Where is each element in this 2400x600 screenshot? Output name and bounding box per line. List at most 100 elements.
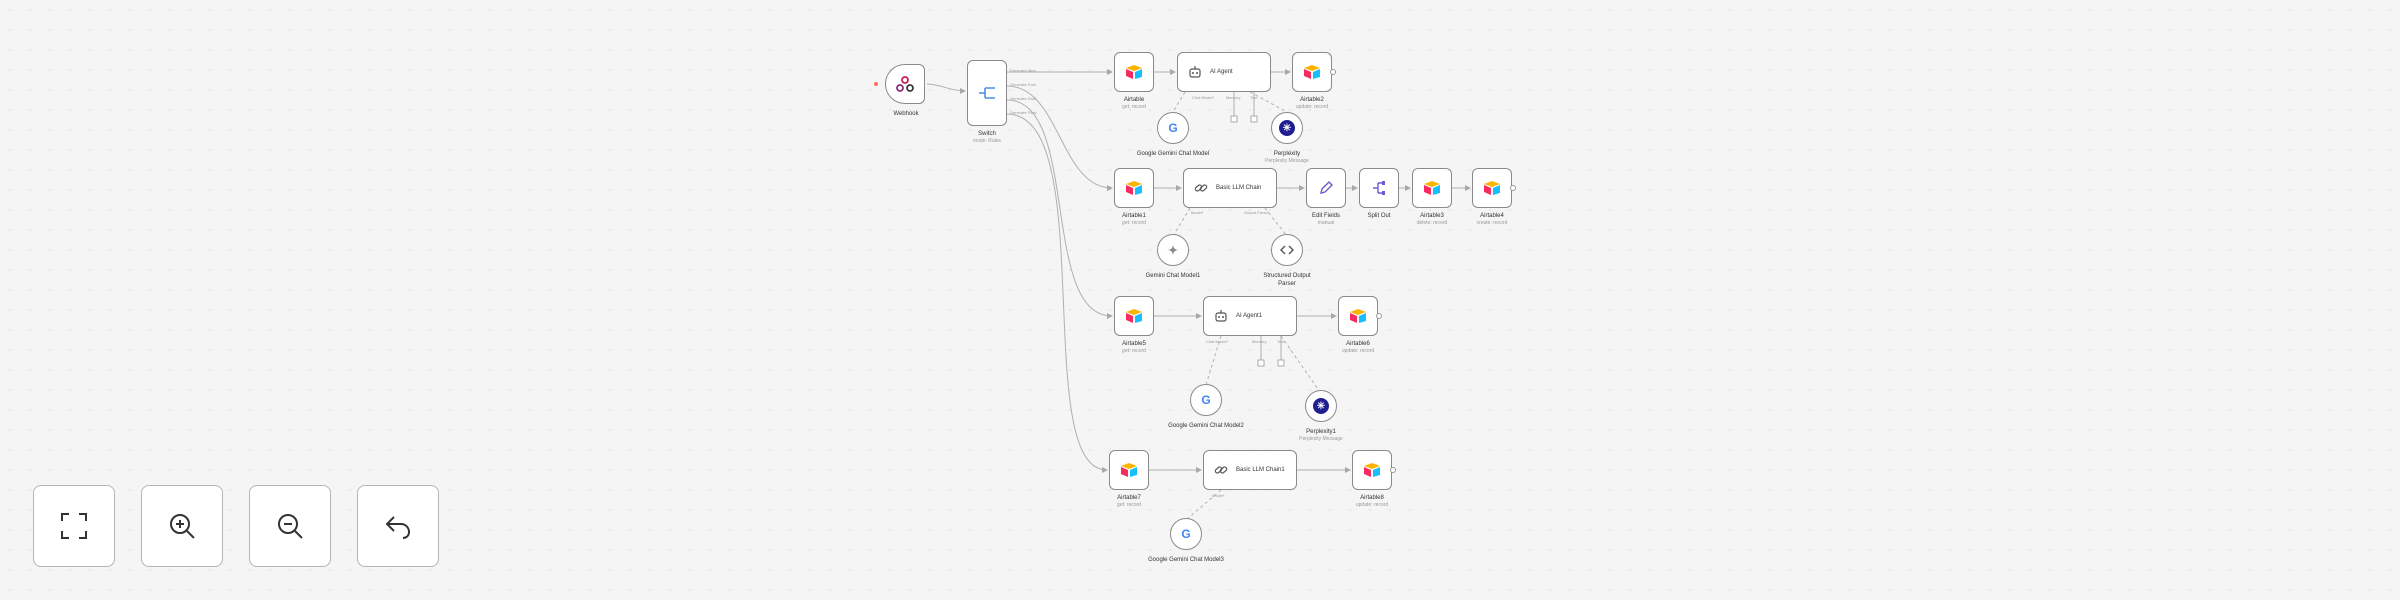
airtable6-subtitle: update: record (1341, 348, 1375, 354)
memory-add-2[interactable] (1257, 359, 1265, 367)
edit-fields-node[interactable] (1306, 168, 1346, 208)
undo-icon (385, 516, 411, 539)
memory-add-1[interactable] (1230, 115, 1238, 123)
structured-output-parser-title: Structured Output Parser (1263, 273, 1311, 287)
airtable2-node[interactable] (1292, 52, 1332, 92)
output-port[interactable] (1330, 69, 1336, 75)
gemini-chat-model2-title: Google Gemini Chat Model2 (1168, 423, 1244, 429)
link-gemini-aiagent (1172, 91, 1186, 113)
airtable5-subtitle: get: record (1122, 348, 1146, 354)
structured-output-parser-node[interactable] (1271, 234, 1303, 266)
perplexity1-title: Perplexity1 (1306, 429, 1336, 435)
link-perplexity1-agent1 (1280, 335, 1321, 393)
robot-icon (1215, 310, 1227, 322)
airtable-icon (1126, 309, 1142, 323)
tool-add-1[interactable] (1250, 115, 1258, 123)
airtable6-title: Airtable6 (1346, 341, 1370, 347)
ai-agent1-node[interactable]: AI Agent1 (1203, 296, 1297, 336)
fit-view-button[interactable] (33, 485, 115, 567)
chain-icon (1194, 184, 1208, 192)
perplexity-icon: ✳ (1313, 398, 1329, 414)
airtable4-node[interactable] (1472, 168, 1512, 208)
connection-webhook-switch (926, 83, 966, 94)
airtable3-node[interactable] (1412, 168, 1452, 208)
gemini-chat-model-title: Google Gemini Chat Model (1136, 151, 1210, 157)
output-port[interactable] (1376, 313, 1382, 319)
ai-agent1-title: AI Agent1 (1236, 313, 1263, 319)
ai-agent-tool-label: Tool (1250, 95, 1258, 100)
airtable5-title: Airtable5 (1122, 341, 1146, 347)
zoom-out-button[interactable] (249, 485, 331, 567)
output-port[interactable] (1390, 467, 1396, 473)
pencil-icon (1320, 181, 1333, 194)
basic-llm-chain1-node[interactable]: Basic LLM Chain1 (1203, 450, 1297, 490)
ai-agent-node[interactable]: AI Agent (1177, 52, 1271, 92)
chain-icon (1214, 466, 1228, 474)
basic-llm-chain-node[interactable]: Basic LLM Chain (1183, 168, 1277, 208)
link-gemini2-agent1 (1205, 335, 1222, 386)
switch-icon (979, 87, 995, 99)
gemini-chat-model2-node[interactable]: G (1190, 384, 1222, 416)
airtable-icon (1126, 181, 1142, 195)
gemini-chat-model1-node[interactable] (1157, 234, 1189, 266)
connection-switch-airtable7 (1006, 113, 1108, 473)
google-icon: G (1181, 527, 1191, 541)
tool-add-2[interactable] (1277, 359, 1285, 367)
airtable6-node[interactable] (1338, 296, 1378, 336)
ai-agent1-memory-label: Memory (1252, 339, 1267, 344)
undo-button[interactable] (357, 485, 439, 567)
airtable3-title: Airtable3 (1420, 213, 1444, 219)
switch-title: Switch (978, 131, 996, 137)
output-port[interactable] (1510, 185, 1516, 191)
fit-view-icon (61, 513, 87, 539)
airtable3-subtitle: delete: record (1416, 220, 1448, 226)
gemini-chat-model3-title: Google Gemini Chat Model3 (1148, 557, 1224, 563)
chain1-model-label: Model* (1212, 493, 1225, 498)
gemini-chat-model3-node[interactable]: G (1170, 518, 1202, 550)
airtable-icon (1304, 65, 1320, 79)
airtable5-node[interactable] (1114, 296, 1154, 336)
webhook-node[interactable] (885, 64, 925, 104)
airtable1-node[interactable] (1114, 168, 1154, 208)
switch-subtitle: mode: Rules (972, 138, 1002, 144)
airtable8-title: Airtable8 (1360, 495, 1384, 501)
zoom-in-button[interactable] (141, 485, 223, 567)
airtable7-node[interactable] (1109, 450, 1149, 490)
airtable8-node[interactable] (1352, 450, 1392, 490)
webhook-icon (896, 76, 914, 92)
gemini-chat-model-node[interactable]: G (1157, 112, 1189, 144)
basic-llm-chain-title: Basic LLM Chain (1216, 185, 1262, 191)
perplexity-icon: ✳ (1279, 120, 1295, 136)
ai-agent1-chat-model-label: Chat Model* (1206, 339, 1229, 344)
trigger-indicator (874, 82, 878, 86)
robot-icon (1189, 66, 1201, 78)
airtable8-subtitle: update: record (1355, 502, 1389, 508)
switch-label-generate-final: Generate Final (1010, 110, 1037, 115)
airtable-icon (1126, 65, 1142, 79)
google-icon: G (1201, 393, 1211, 407)
chain-model-label: Model* (1191, 210, 1204, 215)
split-out-node[interactable] (1359, 168, 1399, 208)
airtable-icon (1424, 181, 1440, 195)
switch-label-generate-draft: Generate Draft (1010, 96, 1037, 101)
airtable7-subtitle: get: record (1117, 502, 1141, 508)
airtable-node[interactable] (1114, 52, 1154, 92)
basic-llm-chain1-title: Basic LLM Chain1 (1236, 467, 1285, 473)
perplexity1-node[interactable]: ✳ (1305, 390, 1337, 422)
gemini-chat-model1-title: Gemini Chat Model1 (1145, 273, 1201, 279)
link-gemini3-chain1 (1185, 489, 1222, 521)
edit-fields-title: Edit Fields (1311, 213, 1340, 219)
switch-label-generate-post: Generate Post (1010, 82, 1036, 87)
switch-node[interactable] (967, 60, 1007, 126)
airtable-icon (1121, 463, 1137, 477)
ai-agent1-tool-label: Tool (1277, 339, 1285, 344)
ai-agent-memory-label: Memory (1226, 95, 1241, 100)
airtable4-title: Airtable4 (1480, 213, 1504, 219)
connection-switch-airtable1 (1006, 85, 1113, 191)
code-icon (1280, 245, 1294, 255)
airtable-icon (1484, 181, 1500, 195)
zoom-in-icon (170, 514, 195, 539)
perplexity-node[interactable]: ✳ (1271, 112, 1303, 144)
gemini-icon (1167, 244, 1179, 256)
